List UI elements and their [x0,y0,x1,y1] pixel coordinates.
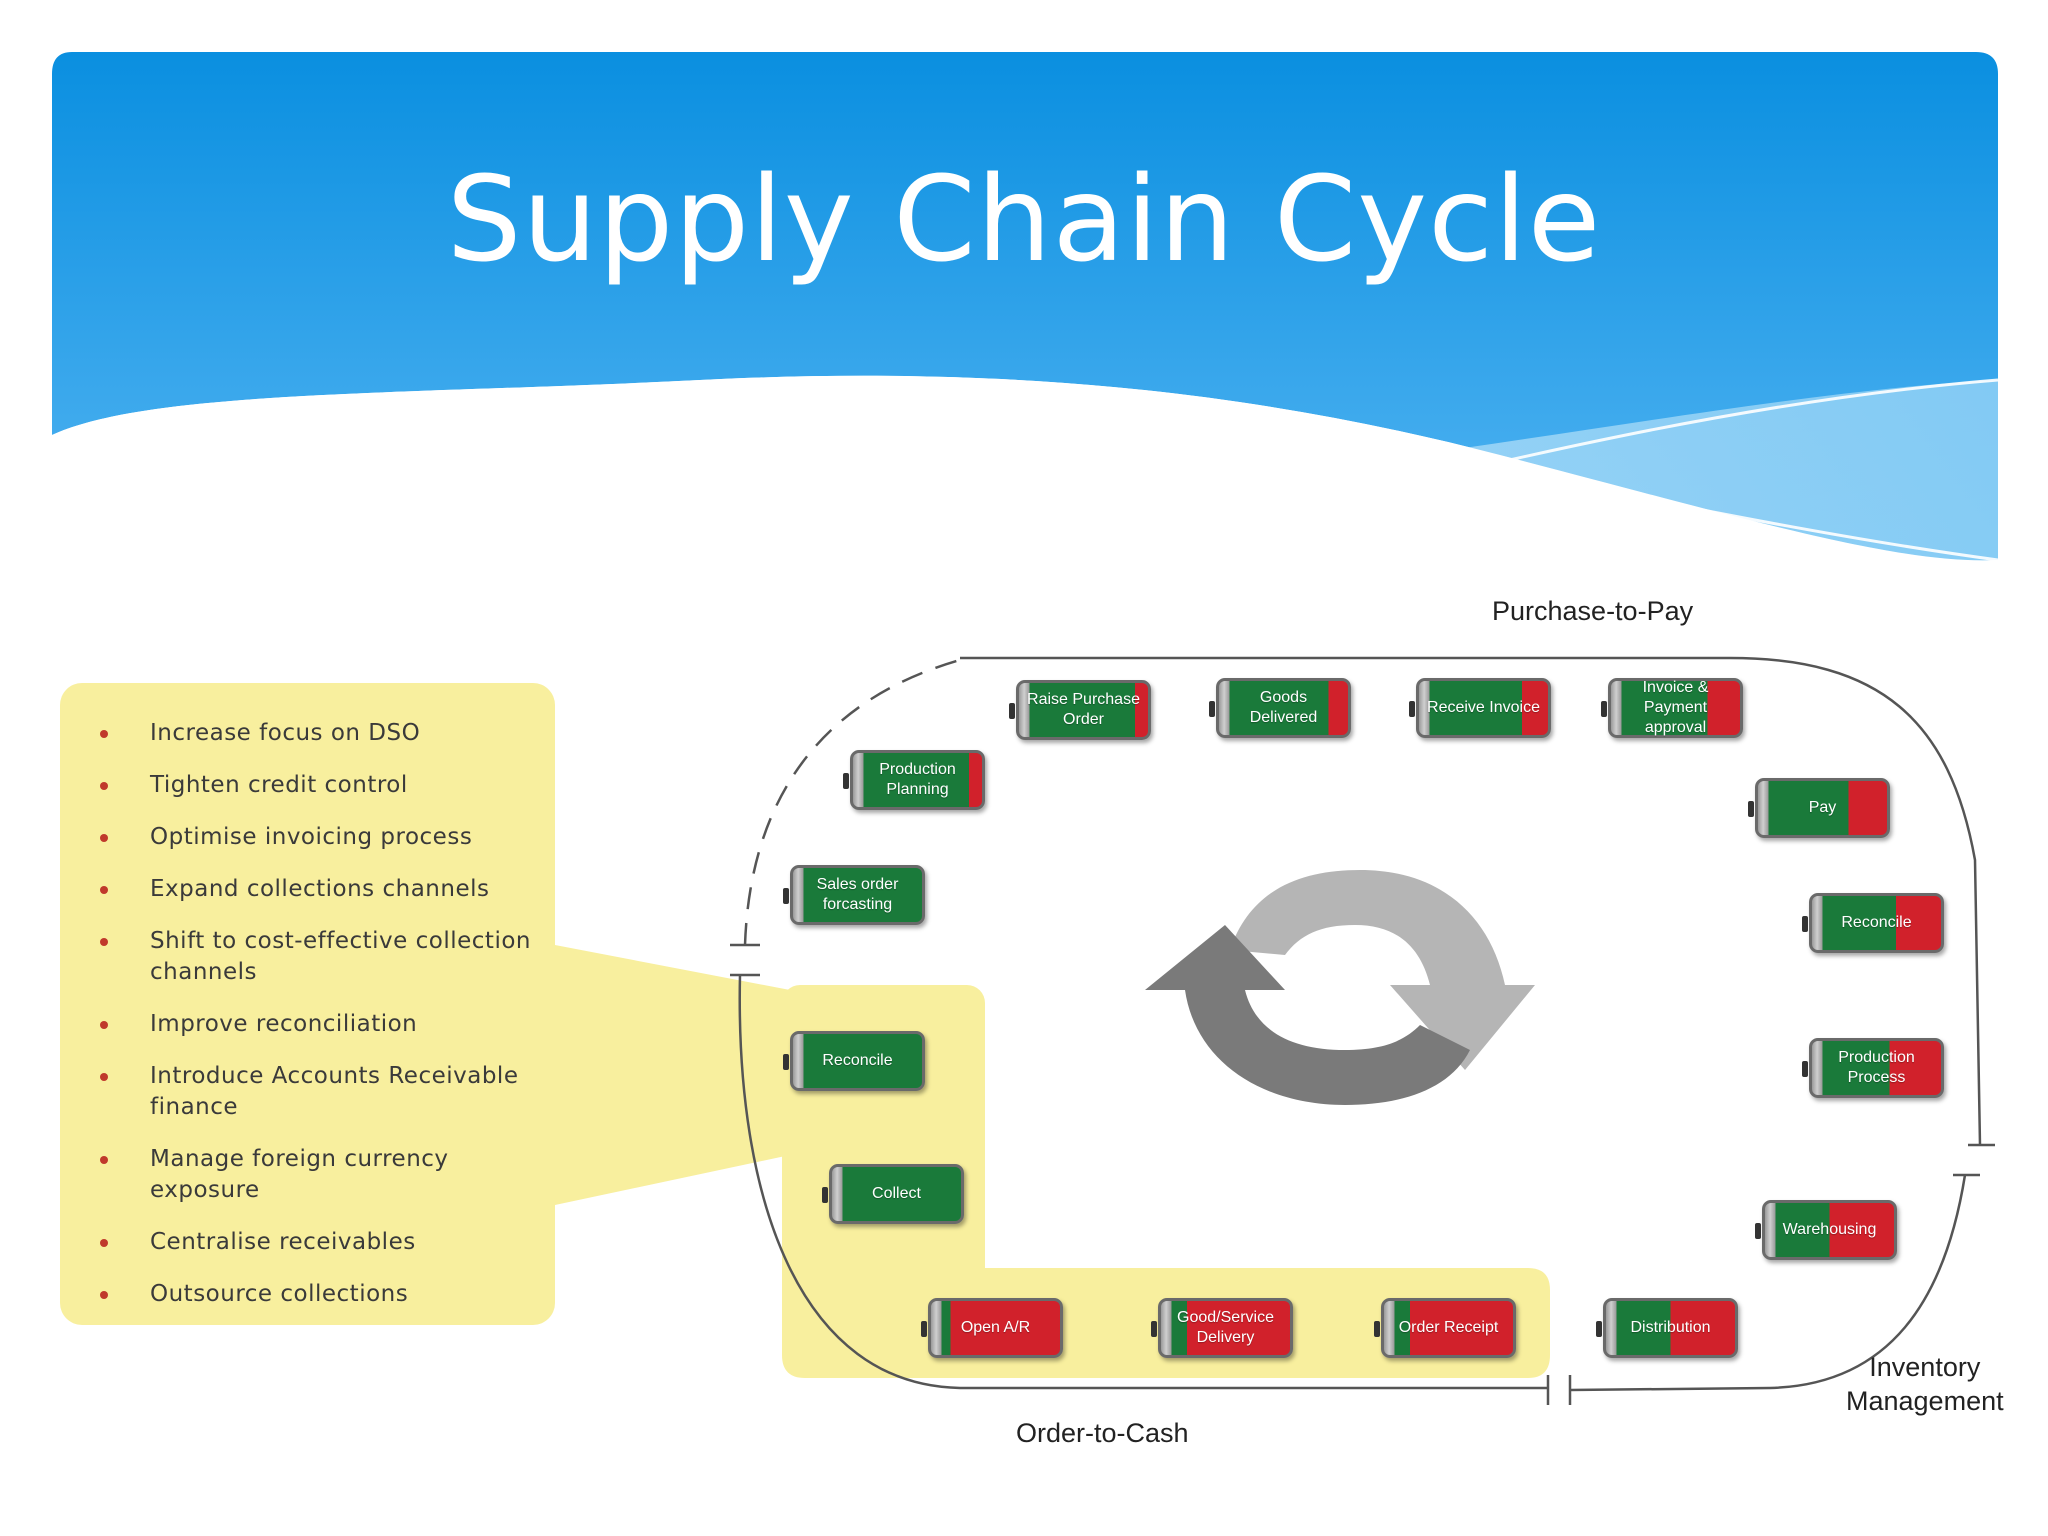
collect-highlight [782,985,985,1285]
recommendations-list: Increase focus on DSO Tighten credit con… [60,718,555,1331]
step-warehousing: Warehousing [1755,1200,1897,1260]
list-item: Introduce Accounts Receivable finance [60,1061,555,1123]
list-item: Centralise receivables [60,1227,555,1258]
cycle-arrow-light [1230,870,1535,1070]
list-item: Tighten credit control [60,770,555,801]
list-item: Optimise invoicing process [60,822,555,853]
step-label: Goods Delivered [1249,689,1318,726]
list-item: Shift to cost-effective collection chann… [60,926,555,988]
step-label: Warehousing [1782,1221,1877,1238]
purchase-to-pay-label: Purchase-to-Pay [1492,596,1694,626]
step-production-process: Production Process [1802,1038,1944,1098]
purchase-to-pay-line [960,656,1982,1146]
header-background [52,52,1998,561]
list-item: Expand collections channels [60,874,555,905]
step-label: Sales order forcasting [816,876,899,913]
step-collect: Collect [822,1164,964,1224]
step-label: Production Planning [879,761,956,798]
list-item: Manage foreign currency exposure [60,1144,555,1206]
step-label: Good/Service Delivery [1177,1309,1274,1346]
step-label: Reconcile [1841,914,1912,931]
step-open-ar: Open A/R [921,1298,1063,1358]
inventory-management-label: Inventory Management [1846,1350,2004,1418]
cycle-arrows-icon [1145,870,1535,1105]
inventory-label-line2: Management [1846,1386,2004,1416]
list-item: Increase focus on DSO [60,718,555,749]
step-production-planning: Production Planning [843,750,985,810]
step-invoice-payment-approval: Invoice & Payment approval [1601,678,1743,738]
step-receive-invoice: Receive Invoice [1409,678,1551,738]
step-reconcile-left: Reconcile [783,1031,925,1091]
order-to-cash-label: Order-to-Cash [1016,1418,1189,1448]
step-label: Distribution [1630,1319,1711,1336]
step-goods-delivered: Goods Delivered [1209,678,1351,738]
step-label: Raise Purchase Order [1027,691,1140,728]
cycle-arrow-dark [1145,925,1470,1105]
step-label: Receive Invoice [1427,699,1540,716]
header-banner [52,52,1999,600]
list-item: Outsource collections [60,1279,555,1310]
step-pay: Pay [1748,778,1890,838]
order-to-cash-line [738,974,1548,1390]
inventory-label-line1: Inventory [1869,1352,1981,1382]
step-label: Invoice & Payment approval [1642,679,1709,736]
inventory-line [1569,1174,1967,1392]
list-item: Improve reconciliation [60,1009,555,1040]
step-label: Pay [1808,799,1837,816]
step-order-receipt: Order Receipt [1374,1298,1516,1358]
step-distribution: Distribution [1596,1298,1738,1358]
recommendations-panel [60,683,555,1325]
header-bottom-white [52,375,1998,600]
step-raise-purchase-order: Raise Purchase Order [1009,680,1151,740]
page-title: Supply Chain Cycle [446,150,1602,288]
step-sales-order-forecasting: Sales order forcasting [783,865,925,925]
step-label: Reconcile [822,1052,893,1069]
callout-connector [555,945,790,1205]
step-label: Collect [872,1185,921,1202]
dashed-arc [743,658,961,946]
step-good-service-delivery: Good/Service Delivery [1151,1298,1293,1358]
step-label: Order Receipt [1398,1319,1499,1336]
step-reconcile-right: Reconcile [1802,893,1944,953]
step-label: Production Process [1838,1049,1915,1086]
step-label: Open A/R [960,1319,1031,1336]
